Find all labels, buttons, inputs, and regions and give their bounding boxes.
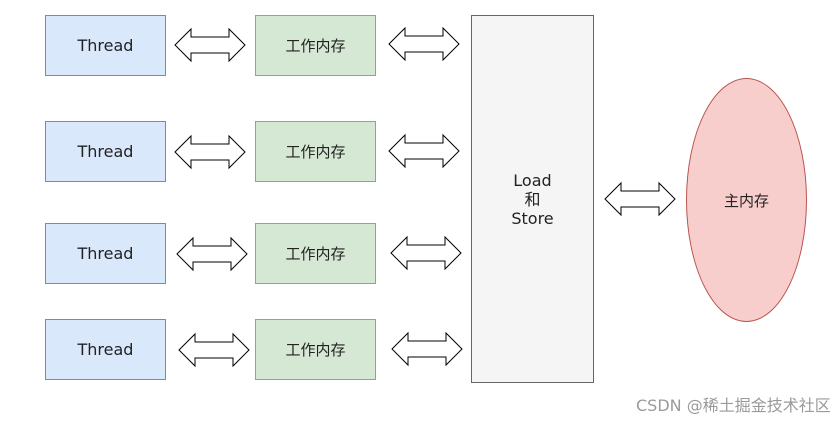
load-store-line-2: 和 xyxy=(524,189,541,209)
thread-label: Thread xyxy=(77,340,134,359)
working-memory-label: 工作内存 xyxy=(285,37,346,55)
working-memory-box-2: 工作内存 xyxy=(255,121,376,182)
working-memory-label: 工作内存 xyxy=(285,143,346,161)
thread-label: Thread xyxy=(77,36,134,55)
watermark: CSDN @稀土掘金技术社区 xyxy=(636,396,831,415)
thread-label: Thread xyxy=(77,142,134,161)
double-arrow-memory-loadstore-1 xyxy=(388,26,460,62)
main-memory-label: 主内存 xyxy=(723,191,769,210)
load-store-box: Load 和 Store xyxy=(471,15,594,383)
double-arrow-thread-memory-2 xyxy=(174,134,246,170)
double-arrow-thread-memory-3 xyxy=(176,236,248,272)
working-memory-label: 工作内存 xyxy=(285,341,346,359)
double-arrow-memory-loadstore-3 xyxy=(390,235,462,271)
double-arrow-thread-memory-1 xyxy=(174,27,246,63)
working-memory-box-3: 工作内存 xyxy=(255,223,376,284)
main-memory-ellipse: 主内存 xyxy=(686,78,807,322)
double-arrow-loadstore-main-memory xyxy=(604,181,676,217)
double-arrow-thread-memory-4 xyxy=(178,332,250,368)
thread-box-1: Thread xyxy=(45,15,166,76)
working-memory-label: 工作内存 xyxy=(285,245,346,263)
thread-box-3: Thread xyxy=(45,223,166,284)
load-store-line-3: Store xyxy=(511,208,554,228)
thread-box-4: Thread xyxy=(45,319,166,380)
thread-label: Thread xyxy=(77,244,134,263)
working-memory-box-4: 工作内存 xyxy=(255,319,376,380)
thread-box-2: Thread xyxy=(45,121,166,182)
working-memory-box-1: 工作内存 xyxy=(255,15,376,76)
double-arrow-memory-loadstore-4 xyxy=(391,331,463,367)
load-store-line-1: Load xyxy=(513,170,552,190)
double-arrow-memory-loadstore-2 xyxy=(388,133,460,169)
